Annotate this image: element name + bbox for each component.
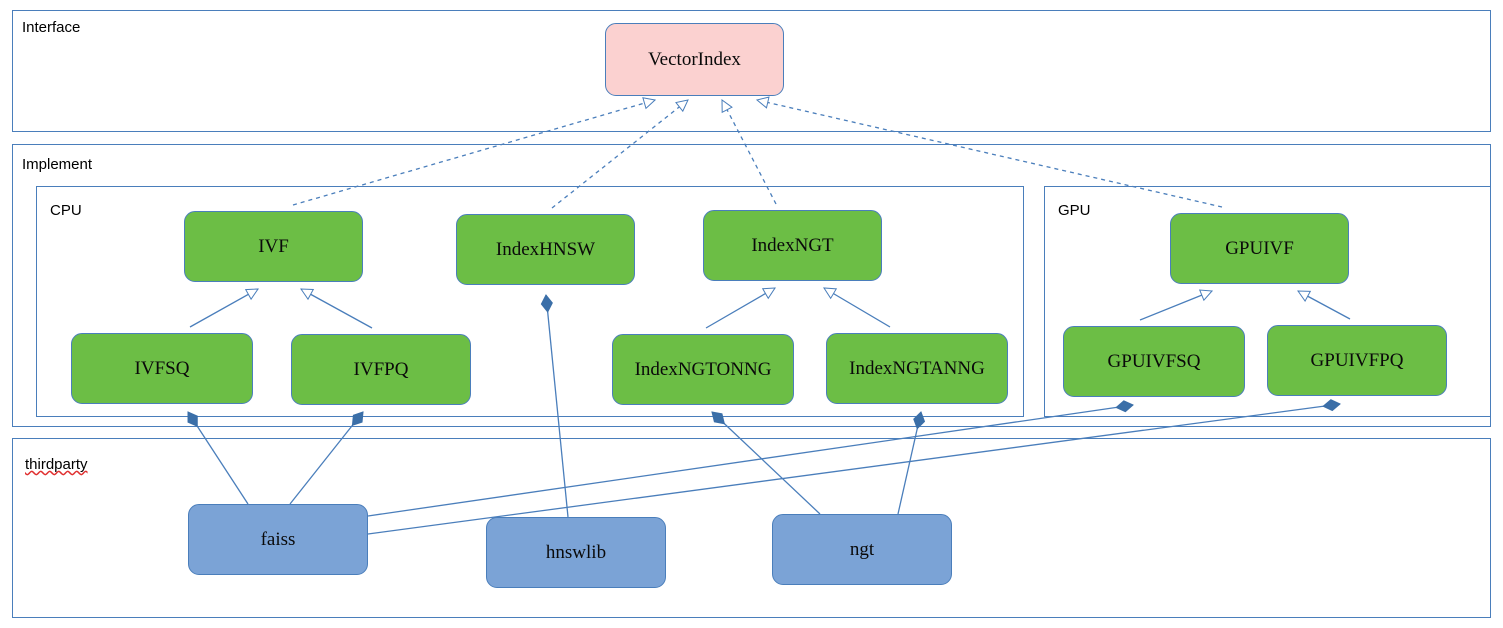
container-label-interface: Interface [22, 19, 81, 36]
node-label-indexngt: IndexNGT [751, 234, 834, 256]
container-label-cpu: CPU [50, 202, 82, 219]
node-label-indexngtanng: IndexNGTANNG [849, 357, 985, 379]
node-label-ngt: ngt [849, 538, 875, 560]
container-label-implement: Implement [22, 156, 93, 173]
node-label-gpuivfpq: GPUIVFPQ [1310, 349, 1404, 371]
node-label-ivfpq: IVFPQ [353, 358, 409, 380]
node-ivfsq[interactable]: IVFSQ [71, 333, 253, 404]
node-label-vectorindex: VectorIndex [648, 48, 741, 70]
node-label-gpuivf: GPUIVF [1225, 237, 1294, 259]
node-vectorindex[interactable]: VectorIndex [605, 23, 784, 96]
node-hnswlib[interactable]: hnswlib [486, 517, 666, 588]
node-indexngt[interactable]: IndexNGT [703, 210, 882, 281]
node-label-gpuivfsq: GPUIVFSQ [1107, 350, 1201, 372]
node-label-indexngtonng: IndexNGTONNG [634, 358, 772, 380]
node-ivf[interactable]: IVF [184, 211, 363, 282]
node-label-ivf: IVF [258, 235, 289, 257]
container-label-thirdparty: thirdparty [25, 456, 88, 473]
node-indexngtanng[interactable]: IndexNGTANNG [826, 333, 1008, 404]
node-ivfpq[interactable]: IVFPQ [291, 334, 471, 405]
node-label-ivfsq: IVFSQ [134, 357, 190, 379]
node-gpuivfsq[interactable]: GPUIVFSQ [1063, 326, 1245, 397]
node-indexngtonng[interactable]: IndexNGTONNG [612, 334, 794, 405]
node-indexhnsw[interactable]: IndexHNSW [456, 214, 635, 285]
node-ngt[interactable]: ngt [772, 514, 952, 585]
node-label-faiss: faiss [260, 528, 296, 550]
node-faiss[interactable]: faiss [188, 504, 368, 575]
node-label-hnswlib: hnswlib [545, 541, 607, 563]
node-gpuivfpq[interactable]: GPUIVFPQ [1267, 325, 1447, 396]
node-gpuivf[interactable]: GPUIVF [1170, 213, 1349, 284]
node-label-indexhnsw: IndexHNSW [495, 238, 596, 260]
